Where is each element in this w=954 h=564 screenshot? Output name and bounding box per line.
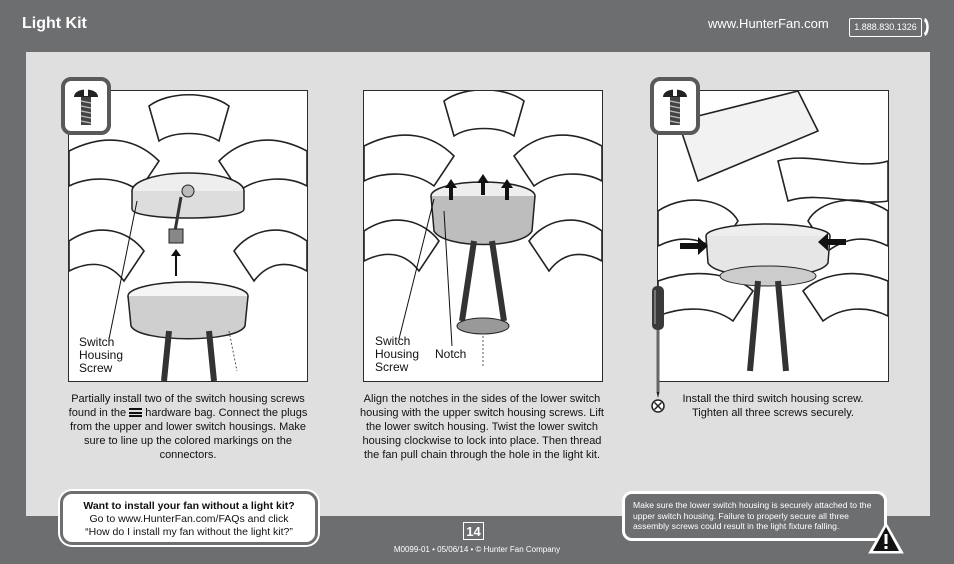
page-number: 14 bbox=[463, 522, 484, 540]
step-1-caption: Partially install two of the switch hous… bbox=[65, 392, 311, 462]
phone-handset-icon bbox=[924, 18, 929, 36]
phone-number: 1.888.830.1326 bbox=[849, 18, 922, 37]
step-2-callout: Switch Housing Screw bbox=[375, 335, 419, 374]
warning-triangle-icon bbox=[868, 522, 904, 554]
step-1-illustration bbox=[68, 90, 308, 382]
step-1-caption-start: Partially install two of the switch hous… bbox=[68, 393, 305, 419]
page-title: Light Kit bbox=[22, 15, 87, 32]
website-url[interactable]: www.HunterFan.com bbox=[708, 16, 829, 31]
hardware-bag-icon bbox=[129, 408, 143, 417]
callout-line-3: Screw bbox=[375, 360, 409, 374]
callout-line-1: Switch bbox=[79, 335, 115, 349]
screw-icon bbox=[74, 89, 98, 125]
footer-text: M0099-01 • 05/06/14 • © Hunter Fan Compa… bbox=[393, 545, 561, 554]
step-2-illustration bbox=[363, 90, 603, 382]
step-2-caption: Align the notches in the sides of the lo… bbox=[360, 393, 604, 461]
callout-line-1: Switch bbox=[375, 334, 411, 348]
screw-badge-step-1 bbox=[61, 77, 111, 135]
callout-line-2: Housing bbox=[375, 347, 420, 361]
step-3-illustration bbox=[657, 90, 889, 382]
screw-badge-step-3 bbox=[650, 77, 700, 135]
step-1-callout: Switch Housing Screw bbox=[79, 336, 123, 375]
callout-line-2: Housing bbox=[79, 348, 124, 362]
notice-line-1: Go to www.HunterFan.com/FAQs and click bbox=[89, 513, 289, 525]
screw-icon bbox=[663, 89, 687, 125]
callout-line-3: Screw bbox=[79, 361, 113, 375]
step-1-caption-end: hardware bag. Connect the plugs from the… bbox=[69, 407, 308, 461]
step-3-caption: Install the third switch housing screw. … bbox=[682, 393, 864, 419]
notice-heading: Want to install your fan without a light… bbox=[83, 500, 295, 512]
no-light-kit-notice: Want to install your fan without a light… bbox=[60, 491, 318, 545]
screwdriver-icon bbox=[651, 286, 665, 413]
notch-label: Notch bbox=[435, 347, 467, 361]
notice-line-2: “How do I install my fan without the lig… bbox=[85, 526, 293, 538]
warning-box: Make sure the lower switch housing is se… bbox=[622, 491, 887, 541]
